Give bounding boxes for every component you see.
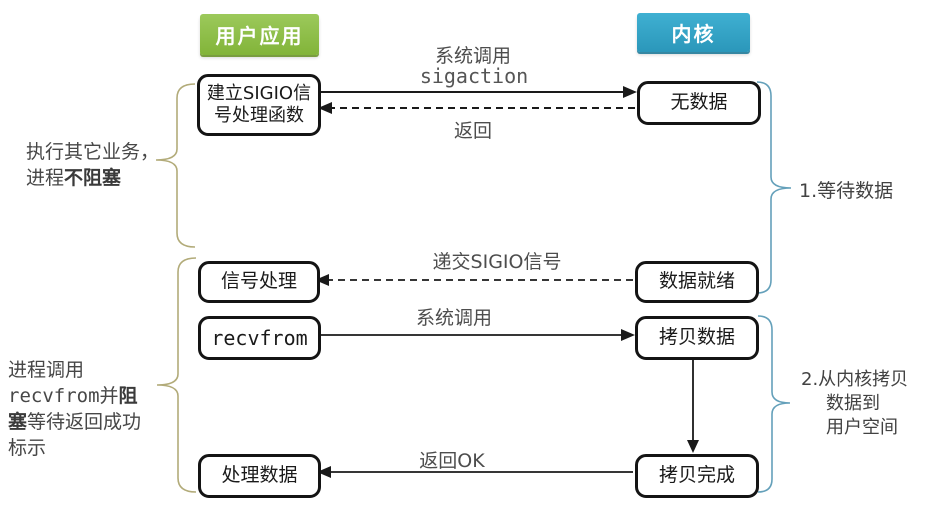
- annotation-copy-line3: 用户空间: [826, 417, 898, 438]
- box-copy-data: 拷贝数据: [635, 316, 759, 360]
- annotation-copy-kernel-to-user: 2.从内核拷贝 数据到 用户空间: [801, 368, 908, 440]
- label-sigaction-call-line1: 系统调用: [434, 45, 512, 67]
- user-app-header-label: 用户应用: [215, 24, 304, 48]
- box-setup-sigio-line1: 建立SIGIO信: [206, 82, 312, 104]
- box-signal-handle: 信号处理: [198, 261, 320, 303]
- label-sigaction-return: 返回: [453, 120, 493, 142]
- annotation-non-blocking-line2-bold: 不阻塞: [64, 167, 122, 189]
- box-no-data-label: 无数据: [670, 91, 728, 114]
- label-recvfrom-call: 系统调用: [415, 307, 493, 329]
- box-copy-done-label: 拷贝完成: [658, 464, 735, 487]
- brace-left-bottom: [156, 257, 197, 493]
- arrow-copy-progress-head: [687, 440, 699, 453]
- arrow-sigaction-return-head: [318, 102, 332, 114]
- annotation-non-blocking-line2-prefix: 进程: [26, 167, 65, 189]
- arrow-deliver-sigio-head: [315, 274, 329, 286]
- box-signal-handle-label: 信号处理: [220, 270, 297, 293]
- label-sigaction-call-line2: sigaction: [419, 64, 529, 88]
- annotation-blocking-line2-bold: 阻: [118, 385, 138, 407]
- arrow-recvfrom-call-head: [621, 329, 635, 341]
- annotation-copy-line1: 2.从内核拷贝: [801, 369, 909, 390]
- arrow-return-ok-head: [317, 466, 331, 478]
- box-recvfrom: recvfrom: [198, 316, 321, 360]
- annotation-non-blocking: 执行其它业务， 进程不阻塞: [26, 139, 159, 191]
- box-no-data: 无数据: [637, 81, 761, 125]
- annotation-blocking-line2-mono: recvfrom: [8, 385, 100, 407]
- annotation-copy-line2: 数据到: [826, 393, 880, 414]
- box-data-ready: 数据就绪: [635, 261, 759, 303]
- box-setup-sigio-line2: 号处理函数: [213, 105, 304, 126]
- brace-left-top: [155, 83, 196, 248]
- annotation-blocking-line2-mid: 并: [99, 385, 119, 407]
- annotation-blocking-wait: 进程调用 recvfrom并阻 塞等待返回成功 标示: [8, 357, 141, 461]
- box-copy-done: 拷贝完成: [635, 454, 759, 498]
- box-recvfrom-label: recvfrom: [211, 325, 308, 350]
- annotation-non-blocking-line1: 执行其它业务，: [26, 141, 160, 163]
- user-app-header: 用户应用: [200, 14, 319, 55]
- kernel-header: 内核: [637, 13, 750, 52]
- annotation-blocking-line1: 进程调用: [8, 359, 85, 381]
- annotation-blocking-line3-bold: 塞: [8, 411, 28, 433]
- brace-right-wait-data: [756, 81, 792, 294]
- label-deliver-sigio: 递交SIGIO信号: [432, 251, 562, 273]
- annotation-blocking-line3-rest: 等待返回成功: [27, 411, 142, 433]
- kernel-header-label: 内核: [671, 22, 716, 46]
- label-return-ok: 返回OK: [419, 450, 485, 472]
- box-setup-sigio-handler: 建立SIGIO信 号处理函数: [197, 74, 321, 136]
- box-copy-data-label: 拷贝数据: [658, 326, 735, 349]
- box-process-data: 处理数据: [198, 454, 321, 498]
- annotation-wait-data: 1.等待数据: [799, 180, 894, 202]
- brace-right-copy-data: [757, 315, 791, 493]
- annotation-blocking-line4: 标示: [8, 437, 47, 459]
- box-process-data-label: 处理数据: [221, 464, 298, 487]
- arrow-sigaction-call-head: [623, 86, 637, 98]
- box-data-ready-label: 数据就绪: [658, 270, 735, 293]
